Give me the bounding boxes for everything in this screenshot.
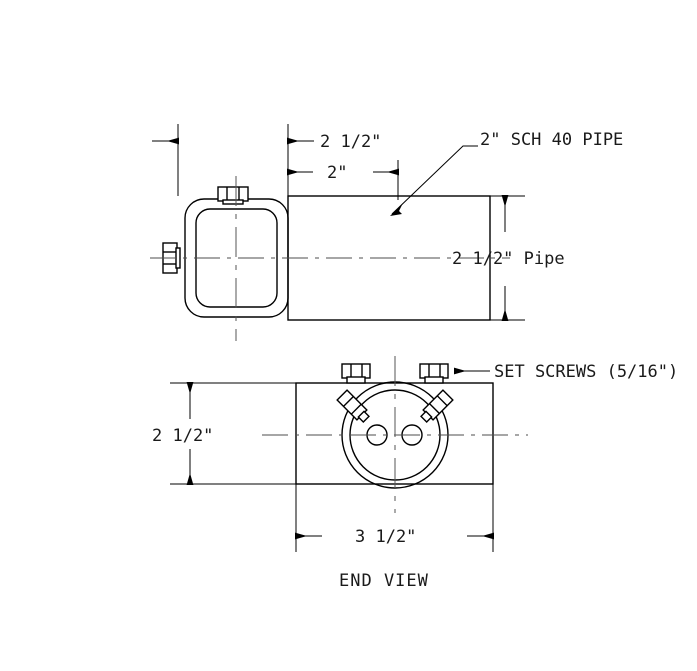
note-label-pipe: 2" SCH 40 PIPE [480,130,623,150]
set-screw-top-left-end [341,363,371,384]
set-screw-top-side [217,186,249,205]
set-screw-top-right-end [419,363,449,384]
dim-label-side-offset: 2 1/2" [320,132,381,152]
leader-line-pipe-note [391,145,478,215]
dim-label-end-width: 3 1/2" [355,527,416,547]
dim-label-end-height: 2 1/2" [152,426,213,446]
view-title-end-view: END VIEW [339,571,429,591]
set-screw-angled-left-end [336,389,370,423]
set-screw-angled-right-end [420,389,454,423]
dim-label-pipe-height: 2 1/2" Pipe [452,249,565,269]
leader-arrow-pipe-note [390,203,403,216]
dim-label-side-inner: 2" [327,163,347,183]
note-label-set-screws: SET SCREWS (5/16") [494,362,678,382]
